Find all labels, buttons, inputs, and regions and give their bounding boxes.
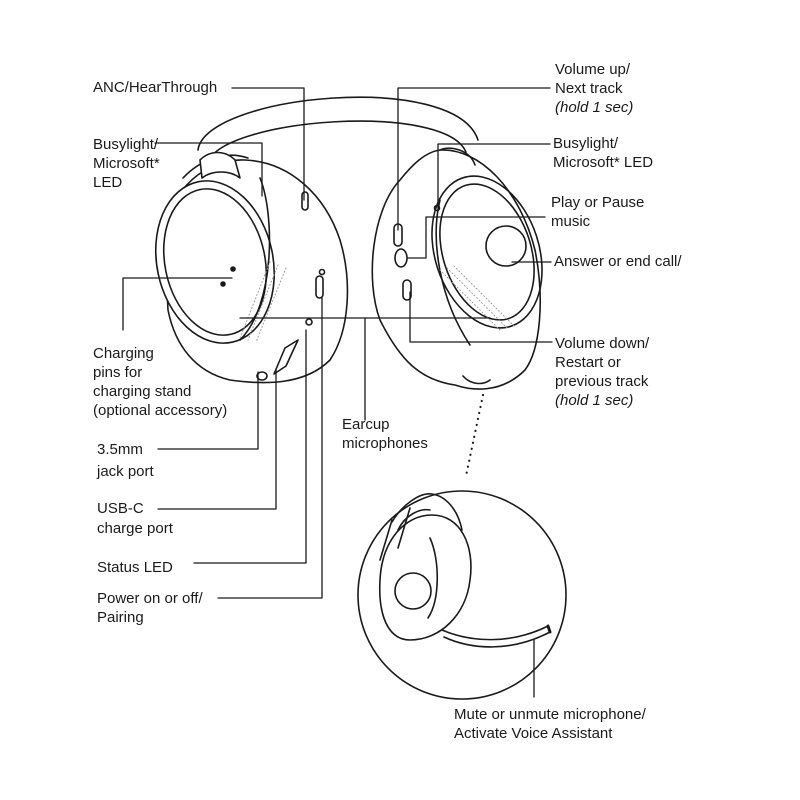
label-jack-port: 3.5mm jack port bbox=[97, 441, 154, 480]
label-answer-call: Answer or end call/ bbox=[554, 253, 682, 270]
label-status-led: Status LED bbox=[97, 559, 173, 576]
headband bbox=[197, 96, 479, 151]
label-play-pause: Play or Pause music bbox=[551, 194, 645, 230]
zoom-connector bbox=[464, 393, 485, 478]
mic-grille bbox=[239, 261, 515, 343]
left-earcup bbox=[154, 151, 349, 384]
label-mute-voice-assistant: Mute or unmute microphone/ Activate Voic… bbox=[454, 706, 646, 742]
label-volume-up: Volume up/ Next track (hold 1 sec) bbox=[555, 61, 634, 116]
label-charging-pins: Charging pins for charging stand (option… bbox=[93, 345, 228, 419]
label-power-pairing: Power on or off/ Pairing bbox=[97, 590, 203, 626]
label-earcup-microphones: Earcup microphones bbox=[342, 416, 428, 452]
label-usbc-port: USB-C charge port bbox=[97, 500, 173, 537]
label-volume-down: Volume down/ Restart or previous track (… bbox=[555, 335, 650, 409]
label-anc-hearthrough: ANC/HearThrough bbox=[93, 79, 218, 96]
headband-inner bbox=[207, 120, 467, 163]
zoom-detail bbox=[357, 490, 567, 700]
label-busylight-right: Busylight/ Microsoft* LED bbox=[553, 135, 654, 171]
right-earcup bbox=[371, 147, 543, 390]
left-controls bbox=[220, 191, 326, 381]
label-busylight-left: Busylight/ Microsoft* LED bbox=[93, 136, 160, 191]
leader-lines bbox=[122, 87, 553, 599]
